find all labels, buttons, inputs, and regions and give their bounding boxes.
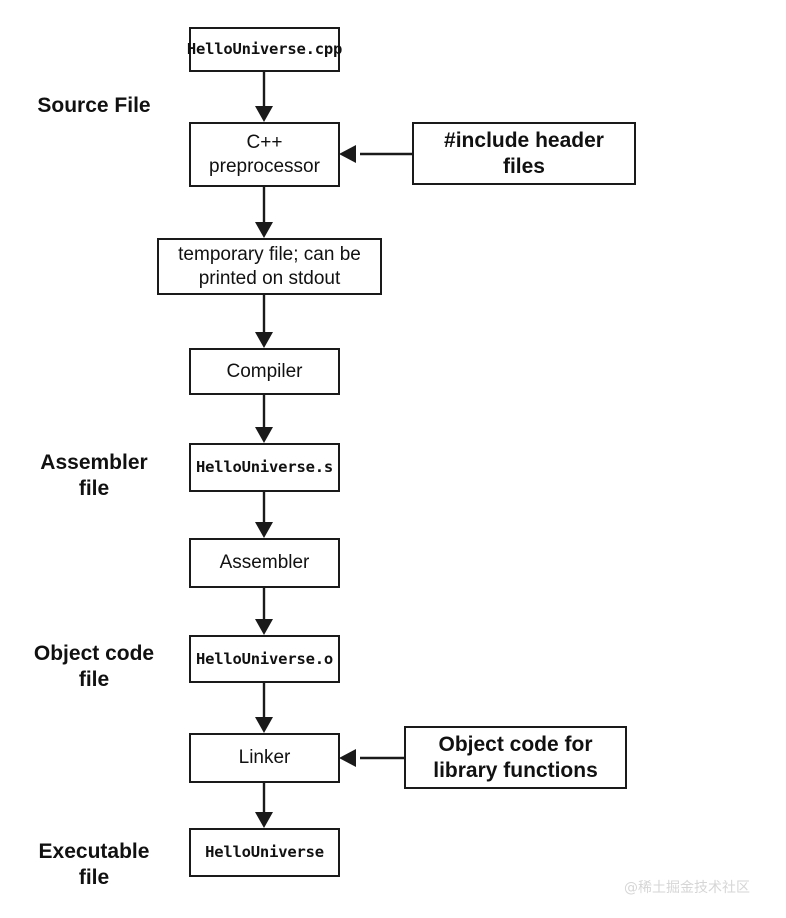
node-temporary-file-label: temporary file; can be printed on stdout — [178, 244, 361, 289]
edge-headers-to-preprocessor — [339, 145, 412, 163]
node-executable-file[interactable]: HelloUniverse — [189, 828, 340, 877]
watermark: @稀土掘金技术社区 — [624, 880, 750, 896]
node-object-file[interactable]: HelloUniverse.o — [189, 635, 340, 683]
edge-assembler-to-object — [255, 588, 273, 635]
node-linker-label: Linker — [238, 747, 291, 769]
node-source-file[interactable]: HelloUniverse.cpp — [186, 27, 343, 72]
edge-compiler-to-assembly — [255, 395, 273, 443]
edge-source-to-preprocessor — [255, 72, 273, 122]
node-assembly-file-label: HelloUniverse.s — [196, 458, 333, 477]
node-include-header-files[interactable]: #include header files — [412, 122, 636, 185]
node-assembly-file[interactable]: HelloUniverse.s — [189, 443, 340, 492]
node-linker[interactable]: Linker — [189, 733, 340, 783]
node-assembler-label: Assembler — [219, 552, 310, 574]
stage-label-object-code-file: Object code file — [33, 642, 155, 692]
edge-library-to-linker — [339, 749, 404, 767]
node-temporary-file[interactable]: temporary file; can be printed on stdout — [157, 238, 382, 295]
edge-temp-to-compiler — [255, 295, 273, 348]
node-cpp-preprocessor-label: C++ preprocessor — [209, 132, 320, 177]
node-assembler[interactable]: Assembler — [189, 538, 340, 588]
node-object-file-label: HelloUniverse.o — [196, 649, 333, 668]
edge-assembly-to-assembler — [255, 492, 273, 538]
node-include-header-files-label: #include header files — [444, 128, 604, 178]
node-library-object-code-label: Object code for library functions — [433, 732, 598, 782]
stage-label-source-file: Source File — [37, 94, 151, 117]
node-executable-file-label: HelloUniverse — [205, 843, 324, 862]
node-source-file-label: HelloUniverse.cpp — [186, 40, 343, 59]
node-compiler-label: Compiler — [226, 360, 303, 382]
node-compiler[interactable]: Compiler — [189, 348, 340, 395]
edge-object-to-linker — [255, 683, 273, 733]
node-library-object-code[interactable]: Object code for library functions — [404, 726, 627, 789]
edge-linker-to-executable — [255, 783, 273, 828]
node-cpp-preprocessor[interactable]: C++ preprocessor — [189, 122, 340, 187]
stage-label-assembler-file: Assembler file — [40, 451, 148, 501]
stage-label-executable-file: Executable file — [38, 840, 150, 890]
edge-preprocessor-to-temp — [255, 187, 273, 238]
